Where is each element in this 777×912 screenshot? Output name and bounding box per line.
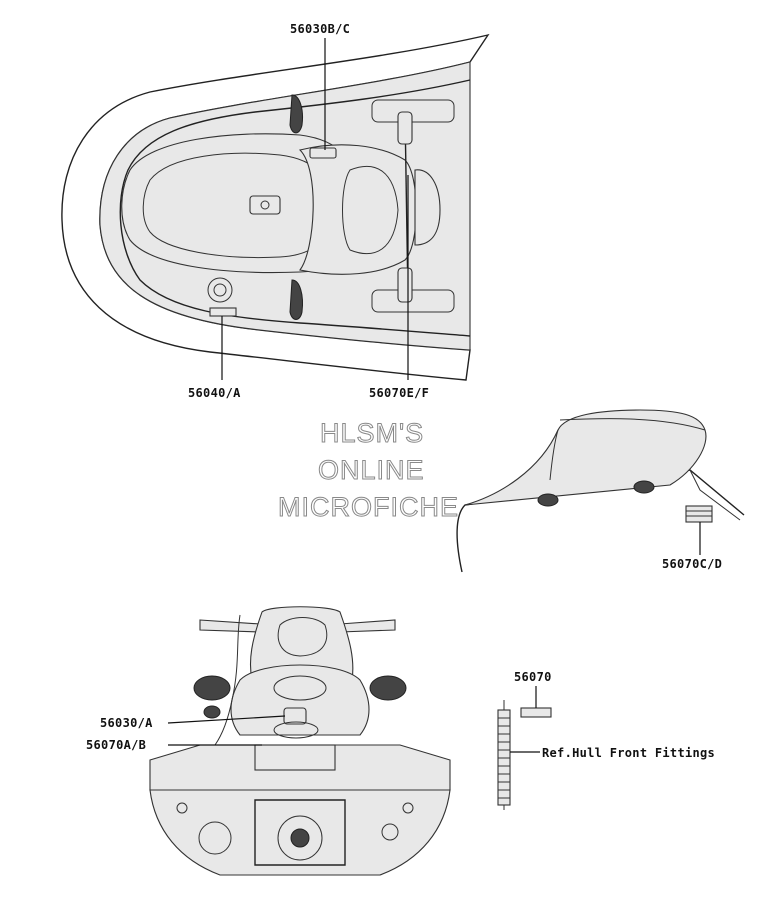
part-label-56070: 56070 xyxy=(514,670,552,684)
top-view-watercraft xyxy=(61,33,490,381)
watermark-line-3: MICROFICHE xyxy=(278,492,459,523)
part-label-56030bc: 56030B/C xyxy=(290,22,351,36)
watermark-line-1: HLSM'S xyxy=(319,418,425,449)
part-label-56040a: 56040/A xyxy=(188,386,241,400)
leader-lines xyxy=(167,38,701,753)
ref-hull-front-fittings-label: Ref.Hull Front Fittings xyxy=(542,746,716,760)
part-label-56030a: 56030/A xyxy=(100,716,153,730)
rear-view-watercraft xyxy=(149,606,451,876)
part-label-56070ab: 56070A/B xyxy=(86,738,147,752)
part-label-56070cd: 56070C/D xyxy=(662,557,723,571)
part-label-56070ef: 56070E/F xyxy=(369,386,430,400)
side-view-hull xyxy=(456,409,745,573)
watermark-line-2: ONLINE xyxy=(318,455,425,486)
